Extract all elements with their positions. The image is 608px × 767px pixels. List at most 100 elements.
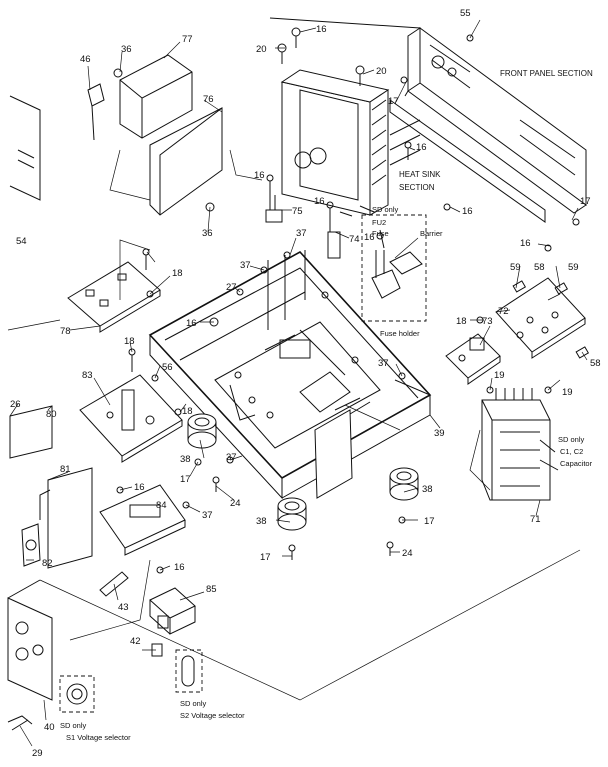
board-81	[39, 467, 93, 569]
c1c2-label: C1, C2	[560, 447, 583, 456]
part-number: 74	[349, 234, 360, 245]
heat-sink-label-line1: HEAT SINK	[399, 170, 441, 179]
part-number: 16	[254, 170, 265, 181]
part-number: 20	[376, 66, 387, 77]
board-78	[67, 261, 161, 333]
left-edge-unit	[9, 95, 41, 201]
part-number: 18	[124, 336, 135, 347]
barrier-label: Barrier	[420, 229, 443, 238]
part-number: 54	[16, 236, 27, 247]
part-number: 37	[226, 452, 237, 463]
part-number: 17	[580, 196, 591, 207]
part-number: 81	[60, 464, 71, 475]
capacitor-label: Capacitor	[560, 459, 593, 468]
part-number: 76	[203, 94, 214, 105]
front-panel-section	[269, 17, 587, 223]
part-number: 84	[156, 500, 167, 511]
part-number: 16	[364, 232, 375, 243]
fuse-sd-only-label: SD only	[372, 205, 399, 214]
part-number: 46	[80, 54, 91, 65]
part-number: 18	[172, 268, 183, 279]
board-80	[9, 405, 53, 459]
part-number: 40	[44, 722, 55, 733]
part-number: 38	[256, 516, 267, 527]
brackets-75-74	[265, 190, 341, 259]
leader-lines	[7, 19, 588, 747]
part-number: 36	[121, 44, 132, 55]
part-number: 17	[180, 474, 191, 485]
foot-38b	[277, 497, 307, 531]
part-number: 55	[460, 8, 471, 19]
fu2-label: FU2	[372, 218, 386, 227]
part-number: 80	[46, 409, 57, 420]
board-84	[99, 484, 186, 556]
part-number: 43	[118, 602, 129, 613]
part-number: 20	[256, 44, 267, 55]
part-number: 16	[174, 562, 185, 573]
part-number: 16	[316, 24, 327, 35]
board-83	[79, 374, 183, 463]
voltage-selector-s1: SD only S1 Voltage selector	[59, 675, 131, 742]
main-chassis	[148, 250, 432, 500]
heat-sink-label-line2: SECTION	[399, 183, 435, 192]
part-number: 29	[32, 748, 43, 759]
part-number: 16	[462, 206, 473, 217]
bracket-parts-top-left	[87, 54, 223, 216]
part-number: 16	[416, 142, 427, 153]
fuse-holder-box: SD only FU2 Fuse Barrier Fuse holder	[361, 205, 443, 338]
bracket-43	[99, 571, 129, 597]
part-number: 27	[226, 282, 237, 293]
part-number: 18	[182, 406, 193, 417]
fuse-holder-label: Fuse holder	[380, 329, 420, 338]
front-panel-section-label: FRONT PANEL SECTION	[500, 69, 593, 78]
part-number: 58	[590, 358, 601, 369]
part-number: 38	[180, 454, 191, 465]
foot-38c	[389, 467, 419, 501]
part-number: 75	[292, 206, 303, 217]
part-number: 77	[182, 34, 193, 45]
part-number: 16	[520, 238, 531, 249]
part-number: 19	[562, 387, 573, 398]
part-number: 16	[186, 318, 197, 329]
part-82	[21, 523, 41, 567]
transformer-71	[469, 388, 559, 501]
part-number: 37	[202, 510, 213, 521]
s1-sd-only-label: SD only	[60, 721, 87, 730]
part-number: 59	[510, 262, 521, 273]
part-number: 72	[498, 306, 509, 317]
part-number: 78	[60, 326, 71, 337]
rear-panel-40	[7, 549, 581, 701]
s2-sd-only-label: SD only	[180, 699, 207, 708]
board-73	[445, 333, 501, 385]
part-number: 37	[296, 228, 307, 239]
part-number: 26	[10, 399, 21, 410]
part-number: 17	[388, 96, 399, 107]
cable-29	[7, 715, 33, 731]
part-number: 24	[402, 548, 413, 559]
heat-sink-section: HEAT SINK SECTION	[280, 69, 441, 217]
foot-38a	[187, 413, 217, 449]
part-number: 39	[434, 428, 445, 439]
board-72	[495, 277, 590, 359]
part-number: 37	[378, 358, 389, 369]
part-number: 18	[456, 316, 467, 327]
part-number: 73	[482, 316, 493, 327]
part-number: 36	[202, 228, 213, 239]
part-number: 16	[134, 482, 145, 493]
part-number: 56	[162, 362, 173, 373]
s1-voltage-selector-label: S1 Voltage selector	[66, 733, 131, 742]
part-number: 24	[230, 498, 241, 509]
part-number: 38	[422, 484, 433, 495]
part-number: 59	[568, 262, 579, 273]
part-number: 37	[240, 260, 251, 271]
part-number: 58	[534, 262, 545, 273]
part-number: 17	[260, 552, 271, 563]
part-number: 85	[206, 584, 217, 595]
c1c2-sd-only-label: SD only	[558, 435, 585, 444]
switch-85	[149, 587, 196, 635]
s2-voltage-selector-label: S2 Voltage selector	[180, 711, 245, 720]
part-number-labels: 55 16 20 20 17 16 16 17 16 36 77 46 76 3…	[10, 8, 601, 759]
part-number: 19	[494, 370, 505, 381]
part-number: 17	[424, 516, 435, 527]
